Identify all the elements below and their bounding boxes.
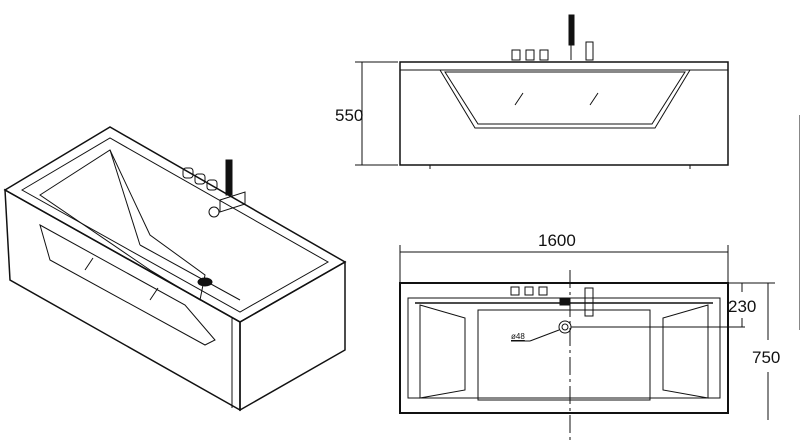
drain-icon <box>197 277 213 287</box>
front-view <box>355 14 729 169</box>
isometric-view <box>3 126 347 412</box>
height-dimension-label: 550 <box>335 106 363 125</box>
top-view <box>399 115 800 440</box>
length-dimension-label: 1600 <box>538 231 576 250</box>
faucet-set <box>182 159 246 218</box>
drain-diameter-label: ø48 <box>511 332 525 341</box>
glass-panel <box>39 223 216 346</box>
faucet-offset-dimension-label: 230 <box>728 297 756 316</box>
width-dimension-label: 750 <box>752 348 780 367</box>
